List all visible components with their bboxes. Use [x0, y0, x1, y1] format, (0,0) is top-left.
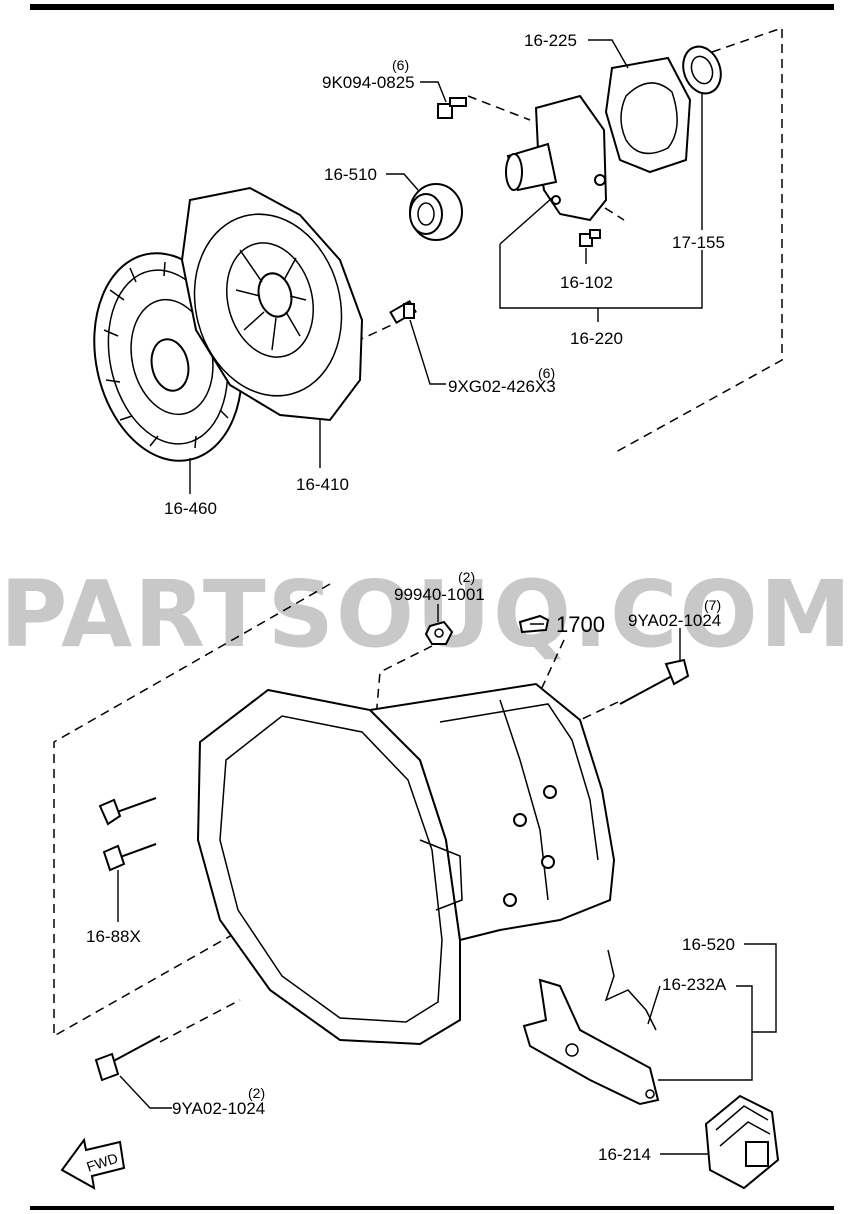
label-9ya02-bottom: 9YA02-1024: [172, 1099, 265, 1118]
label-17-155: 17-155: [672, 233, 725, 252]
bolt-dash-line: [467, 95, 531, 121]
dust-boot: [704, 1094, 780, 1190]
leader-16-510: [386, 173, 419, 191]
label-9ya02-top-qty: (7): [704, 597, 721, 613]
leader-16-232a: [658, 985, 753, 1081]
bottom-rule: [30, 1206, 834, 1210]
nut-dash-line: [375, 645, 433, 719]
bolt-9k094: [437, 97, 467, 119]
leader-9xg02: [409, 319, 446, 385]
bolt-16-102: [579, 229, 601, 247]
leader-9ya02-bottom: [119, 1075, 172, 1109]
ref-dash-line: [539, 639, 565, 693]
label-99940-qty: (2): [458, 569, 475, 585]
label-9k094: 9K094-0825: [322, 73, 415, 92]
bolt-9xg02: [389, 299, 417, 325]
leader-16-225: [588, 39, 629, 69]
label-16-410: 16-410: [296, 475, 349, 494]
leader-16-220: [499, 197, 553, 245]
bolt-dash-line-2: [604, 207, 625, 221]
label-9ya02-bottom-qty: (2): [248, 1085, 265, 1101]
label-16-220: 16-220: [570, 329, 623, 348]
pointing-hand-icon: [518, 614, 550, 634]
label-16-214: 16-214: [598, 1145, 651, 1164]
bolt-9ya02-bottom: [94, 1035, 161, 1082]
label-16-460: 16-460: [164, 499, 217, 518]
transmission-case: [196, 682, 616, 1046]
label-16-88x: 16-88X: [86, 927, 141, 946]
watermark: PARTSOUQ.COM: [0, 561, 853, 668]
front-cover: [505, 94, 608, 222]
label-9ya02-top: 9YA02-1024: [628, 611, 721, 630]
oil-seal: [682, 45, 722, 95]
label-9xg02: 9XG02-426X3: [448, 377, 556, 396]
pressure-plate: [180, 186, 364, 422]
label-16-225: 16-225: [524, 31, 577, 50]
reference-number: 1700: [556, 612, 605, 637]
top-rule: [30, 4, 834, 10]
nut-99940: [424, 620, 454, 645]
label-16-232a: 16-232A: [662, 975, 727, 994]
label-16-510: 16-510: [324, 165, 377, 184]
release-fork: [522, 978, 660, 1106]
release-bearing: [409, 183, 463, 241]
fwd-arrow-icon: [60, 1137, 126, 1190]
bolt-dash-line-4: [579, 701, 619, 721]
assembly-boundary-lower: [53, 583, 471, 1038]
assembly-boundary-upper: [615, 26, 783, 453]
bracket-16-520: [744, 943, 777, 1033]
label-16-520: 16-520: [682, 935, 735, 954]
leader-16-232a-b: [647, 985, 661, 1025]
bolt-9ya02-top: [619, 658, 690, 705]
label-16-102: 16-102: [560, 273, 613, 292]
gasket: [604, 56, 692, 174]
bracket-16-220: [499, 244, 703, 309]
spring-clip: [604, 949, 657, 1031]
studs-16-88x: [98, 797, 157, 872]
label-99940: 99940-1001: [394, 585, 485, 604]
leader-9k094: [420, 81, 447, 103]
bolt-dash-line-5: [159, 999, 241, 1043]
label-9k094-qty: (6): [392, 57, 409, 73]
label-9xg02-qty: (6): [538, 365, 555, 381]
